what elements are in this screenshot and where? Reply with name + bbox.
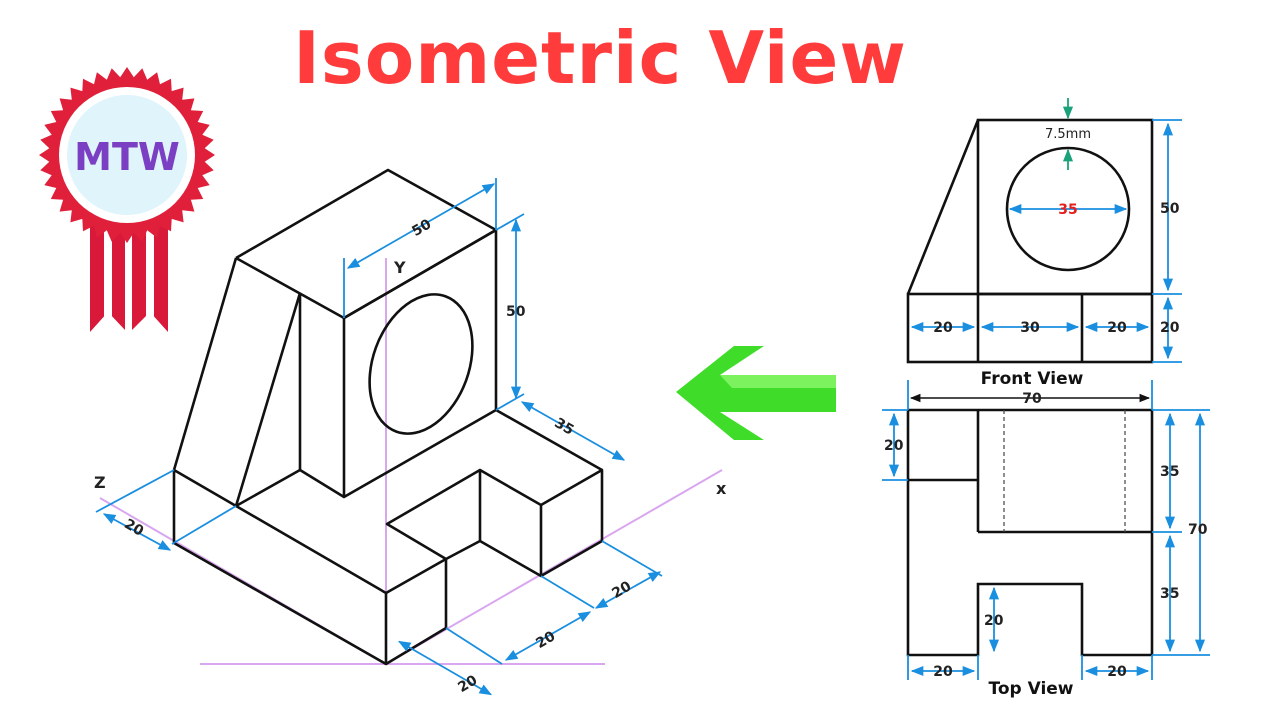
logo-badge: MTW bbox=[39, 67, 215, 332]
tv-label-bottom-right: 20 bbox=[1107, 664, 1127, 680]
fv-label-hole: 35 bbox=[1058, 202, 1077, 218]
tv-label-lower: 35 bbox=[1160, 586, 1179, 602]
dim-base-left-ext bbox=[95, 469, 175, 513]
front-view-rib bbox=[906, 119, 980, 295]
dim-top-width-line bbox=[346, 183, 496, 269]
rib-base-joint bbox=[235, 468, 301, 508]
dim-label-height: 50 bbox=[506, 304, 526, 320]
rib-slope-edge bbox=[172, 257, 238, 471]
rib-inner-slope bbox=[234, 292, 302, 507]
page-title: Isometric View bbox=[293, 16, 907, 100]
top-view-outline bbox=[906, 408, 1154, 657]
dim-slot-ext2 bbox=[540, 575, 595, 609]
front-view-dims bbox=[910, 119, 1182, 363]
fv-label-middle: 30 bbox=[1020, 320, 1040, 336]
axis-label-z: Z bbox=[94, 473, 106, 492]
base-right-top-edge bbox=[495, 408, 603, 472]
upright-top-face bbox=[235, 168, 498, 320]
base-front-face bbox=[385, 557, 448, 666]
fv-label-height: 50 bbox=[1160, 201, 1180, 217]
arrow-highlight bbox=[720, 375, 836, 388]
tv-label-total: 70 bbox=[1188, 522, 1208, 538]
dim-depth-line bbox=[520, 401, 626, 461]
tv-label-width: 70 bbox=[1022, 391, 1042, 407]
base-right-block bbox=[540, 468, 604, 578]
top-view-dims bbox=[882, 380, 1210, 680]
tv-label-left-step: 20 bbox=[884, 438, 904, 454]
dim-base-left-line bbox=[102, 513, 172, 551]
axis-label-y: Y bbox=[393, 258, 406, 277]
top-view-hidden-lines bbox=[1003, 410, 1126, 532]
dim-slot-ext3 bbox=[601, 540, 663, 577]
tv-label-slot-depth: 20 bbox=[984, 613, 1004, 629]
slot-front-edge bbox=[385, 468, 543, 578]
fv-label-thickness: 7.5mm bbox=[1045, 127, 1091, 142]
dim-slot-ext1 bbox=[445, 627, 503, 665]
tv-label-upper: 35 bbox=[1160, 464, 1179, 480]
dim-base-left-ext2 bbox=[171, 505, 237, 545]
rib-base-edge bbox=[299, 468, 345, 499]
logo-badge-inner bbox=[67, 95, 187, 215]
dim-height-ext2 bbox=[495, 393, 525, 411]
dim-label-base-left: 20 bbox=[121, 516, 146, 540]
tv-label-bottom-left: 20 bbox=[933, 664, 953, 680]
fv-label-right: 20 bbox=[1107, 320, 1127, 336]
front-view-upright bbox=[976, 118, 1154, 296]
top-view-label: Top View bbox=[988, 679, 1073, 699]
fv-label-left: 20 bbox=[933, 320, 953, 336]
iso-dimensions bbox=[95, 178, 663, 696]
dim-height-ext1 bbox=[495, 213, 525, 231]
iso-axes bbox=[99, 258, 723, 665]
base-left-face bbox=[172, 468, 388, 666]
front-view-label: Front View bbox=[981, 369, 1084, 389]
dim-slot-c-line bbox=[594, 571, 662, 609]
front-view bbox=[906, 118, 1154, 364]
fv-label-base-height: 20 bbox=[1160, 320, 1180, 336]
dim-slot-a-line bbox=[398, 640, 492, 696]
front-view-hole bbox=[1005, 146, 1131, 272]
dim-slot-b-line bbox=[504, 611, 592, 661]
top-view bbox=[906, 408, 1154, 657]
axis-label-x: x bbox=[716, 479, 727, 498]
arrow-shape bbox=[676, 346, 836, 440]
logo-text: MTW bbox=[74, 135, 180, 179]
upright-front-face bbox=[342, 228, 498, 499]
direction-arrow bbox=[676, 346, 836, 440]
dim-label-depth: 35 bbox=[552, 415, 577, 439]
iso-hole bbox=[368, 293, 474, 435]
